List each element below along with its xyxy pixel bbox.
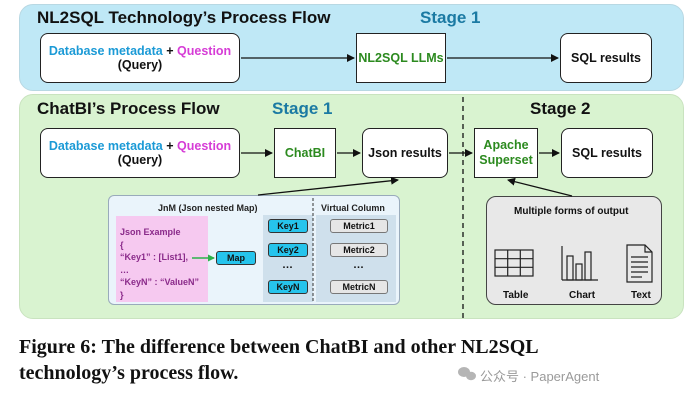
watermark: 公众号 · PaperAgent xyxy=(480,369,600,384)
chatbi-panel-title: ChatBI’s Process Flow xyxy=(37,99,220,118)
key-box: KeyN xyxy=(268,280,308,294)
sql-results-box-bottom: SQL results xyxy=(561,128,653,178)
json-line: { xyxy=(120,239,124,250)
input-box-top: Database metadata + Question (Query) xyxy=(40,33,240,83)
metric-box: Metric1 xyxy=(330,219,388,233)
sql-results-box-top: SQL results xyxy=(560,33,652,83)
json-line: } xyxy=(120,289,124,300)
output-label-text: Text xyxy=(631,290,651,301)
key-box: Key1 xyxy=(268,219,308,233)
nl2sql-llms-box: NL2SQL LLMs xyxy=(356,33,446,83)
map-box: Map xyxy=(216,251,256,265)
caption-line2: technology’s process flow. xyxy=(19,362,239,384)
output-label-chart: Chart xyxy=(569,290,596,301)
metric-box: MetricN xyxy=(330,280,388,294)
output-title: Multiple forms of output xyxy=(514,206,629,217)
figure-caption: Figure 6: The difference between ChatBI … xyxy=(19,334,689,386)
chatbi-box: ChatBI xyxy=(274,128,336,178)
json-line: “Key1” : [List1], xyxy=(120,252,189,262)
key-ellipsis: … xyxy=(282,259,293,271)
output-label-table: Table xyxy=(503,290,529,301)
stage1-label-bottom: Stage 1 xyxy=(272,99,333,118)
plus-text: + xyxy=(162,44,178,58)
json-line: Json Example xyxy=(120,227,181,237)
metric-ellipsis: … xyxy=(353,259,364,271)
stage1-label-top: Stage 1 xyxy=(420,8,481,27)
metadata-text: Database metadata xyxy=(48,139,163,153)
metadata-text: Database metadata xyxy=(48,44,163,58)
metric-box: Metric2 xyxy=(330,243,388,257)
nl2sql-panel-title: NL2SQL Technology’s Process Flow xyxy=(37,8,331,27)
input-box-bottom: Database metadata + Question (Query) xyxy=(40,128,240,178)
jnm-title: JnM (Json nested Map) xyxy=(158,203,258,213)
key-box: Key2 xyxy=(268,243,308,257)
virtual-column-title: Virtual Column xyxy=(321,203,385,213)
caption-line1: Figure 6: The difference between ChatBI … xyxy=(19,336,539,358)
superset-line2: Superset xyxy=(479,153,533,167)
query-text: (Query) xyxy=(117,58,163,72)
json-line: “KeyN” : “ValueN” xyxy=(120,277,200,287)
question-text: Question xyxy=(177,139,232,153)
json-results-box: Json results xyxy=(362,128,448,178)
question-text: Question xyxy=(177,44,232,58)
apache-superset-box: Apache Superset xyxy=(474,128,538,178)
query-text: (Query) xyxy=(117,153,163,167)
json-example-box: Json Example { “Key1” : [List1], … “KeyN… xyxy=(116,216,208,302)
json-line: … xyxy=(120,264,129,275)
plus-text: + xyxy=(162,139,178,153)
superset-line1: Apache xyxy=(483,138,529,152)
stage2-label: Stage 2 xyxy=(530,99,591,118)
